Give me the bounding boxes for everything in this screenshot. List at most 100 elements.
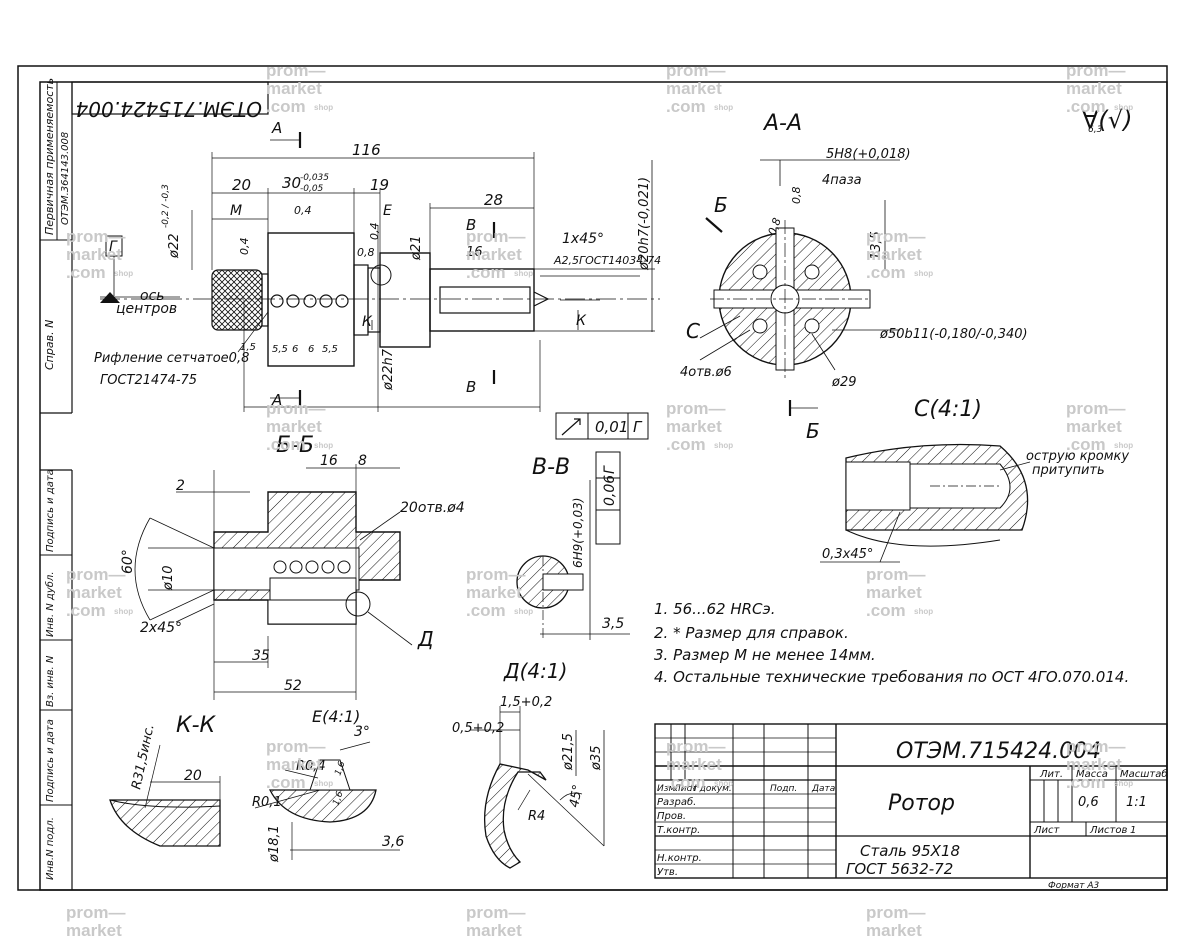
angle-60: 60° <box>120 549 136 574</box>
rough-04c: 0,4 <box>368 223 381 241</box>
watermark-text: .com <box>1066 773 1106 792</box>
dim-3-5-vv: 3,5 <box>602 616 624 632</box>
dim-13-5: 13,5 <box>869 231 884 260</box>
tb-list-label: Лист <box>1033 825 1061 836</box>
label-K2: К <box>576 313 587 329</box>
label-B-aa1: Б <box>714 193 728 217</box>
watermark-text: market <box>1066 755 1122 774</box>
dim-chamfer: 1x45° <box>562 231 604 247</box>
detail-c-labels: С(4:1) острую кромку притупить 0,3x45° <box>822 397 1129 562</box>
watermark-text: .com <box>1066 435 1106 454</box>
axis-label-1: ось <box>140 288 165 304</box>
watermark-text: prom— <box>1066 399 1126 418</box>
watermark-text: prom— <box>66 565 126 584</box>
watermark-text: market <box>466 583 522 602</box>
label-B-bot: В <box>466 378 476 396</box>
watermark-shop: shop <box>514 607 533 616</box>
section-aa-labels: А-А 5H8(+0,018) 4паза 0,8 0,8 Б Б 13,5 С… <box>680 111 1028 443</box>
dim-0-5-d: 0,5+0,2 <box>452 721 504 736</box>
watermark-shop: shop <box>314 441 333 450</box>
dim-19: 19 <box>370 176 389 194</box>
note-2: 2. * Размер для справок. <box>654 624 849 642</box>
watermark-shop: shop <box>714 103 733 112</box>
watermark-text: .com <box>866 939 906 943</box>
watermark-text: market <box>66 921 122 940</box>
radius-31-5: R31,5инс. <box>129 723 157 791</box>
dim-50b11: ø50b11(-0,180/-0,340) <box>879 327 1028 342</box>
main-view-labels: 116 20 30 -0,035 -0,05 19 28 16 1x45° А2… <box>94 119 661 436</box>
dim-6H9: 6H9(+0,03) <box>571 498 585 568</box>
holes-4x6: 4отв.ø6 <box>680 365 732 380</box>
runout-ref: Г <box>633 418 643 436</box>
tb-lit: Лит. <box>1039 769 1063 780</box>
part-name: Ротор <box>888 791 955 816</box>
dim-28: 28 <box>484 191 503 209</box>
section-aa-title: А-А <box>762 111 802 136</box>
watermark-text: prom— <box>666 399 726 418</box>
tb-masshtab: Масштаб <box>1120 768 1168 780</box>
watermark-text: .com <box>266 435 306 454</box>
view-kk-title: К-К <box>176 713 217 738</box>
dim-30-tol-up: -0,035 <box>300 173 329 183</box>
dim-21-5: ø21,5 <box>561 733 576 771</box>
dim-16-bb: 16 <box>320 453 338 469</box>
section-aa <box>699 159 900 416</box>
watermark-text: prom— <box>866 227 926 246</box>
dim-20-kk: 20 <box>184 768 202 784</box>
rough-04a: 0,4 <box>294 204 312 217</box>
podp-data2-label: Подпись и дата <box>45 719 56 802</box>
label-D: Д <box>417 627 434 651</box>
note-1: 1. 56...62 HRCэ. <box>654 600 776 618</box>
sym-val: 0,06 <box>602 475 618 506</box>
dim-22-tol: -0,2 / -0,3 <box>161 184 171 228</box>
center-hole-spec: А2,5ГОСТ14034-74 <box>553 254 661 267</box>
watermark-text: prom— <box>666 61 726 80</box>
dim-52-bb: 52 <box>284 678 302 694</box>
dim-5-5a: 5,5 <box>272 344 288 355</box>
title-block-labels: ОТЭМ.715424.004 Изм. Лист N докум. Подп.… <box>657 739 1168 891</box>
dim-1-5-d: 1,5+0,2 <box>500 695 552 710</box>
tb-row-razrab: Разраб. <box>657 796 696 808</box>
inv-dubl-label: Инв. N дубл. <box>44 572 56 638</box>
designation: ОТЭМ.715424.004 <box>896 739 1101 764</box>
dim-116: 116 <box>352 141 381 159</box>
watermark-text: .com <box>466 939 506 943</box>
watermark-text: market <box>666 79 722 98</box>
label-A-bot: А <box>271 391 282 409</box>
watermark-text: market <box>66 245 122 264</box>
watermark-text: market <box>866 583 922 602</box>
watermark-text: market <box>666 755 722 774</box>
material-2: ГОСТ 5632-72 <box>846 860 953 878</box>
dim-8-bb: 8 <box>358 453 367 469</box>
watermark-shop: shop <box>114 607 133 616</box>
watermark-shop: shop <box>114 269 133 278</box>
dim-20: 20 <box>232 176 251 194</box>
tb-listov-label: Листов <box>1089 825 1127 836</box>
detail-e-title: Е(4:1) <box>312 707 360 726</box>
watermark-text: prom— <box>266 737 326 756</box>
dim-1-5: 1,5 <box>240 342 256 353</box>
watermark-text: .com <box>666 435 706 454</box>
section-bb <box>134 464 413 700</box>
dim-35-d: ø35 <box>589 746 604 772</box>
dim-2-bb: 2 <box>176 478 185 494</box>
watermark-text: market <box>266 755 322 774</box>
radius-0-1: R0,1 <box>252 795 282 810</box>
label-B-top: В <box>466 216 476 234</box>
view-kk-labels: К-К R31,5инс. 20 <box>129 713 216 791</box>
knurl-note-1: Рифление сетчатое0,8 <box>94 351 249 366</box>
watermark-text: .com <box>66 263 106 282</box>
title-block <box>654 723 1168 879</box>
section-vv-labels: В-В 6H9(+0,03) 0,06 Г 3,5 <box>532 455 624 632</box>
watermark-text: market <box>866 921 922 940</box>
holes-20x4: 20отв.ø4 <box>400 500 465 516</box>
